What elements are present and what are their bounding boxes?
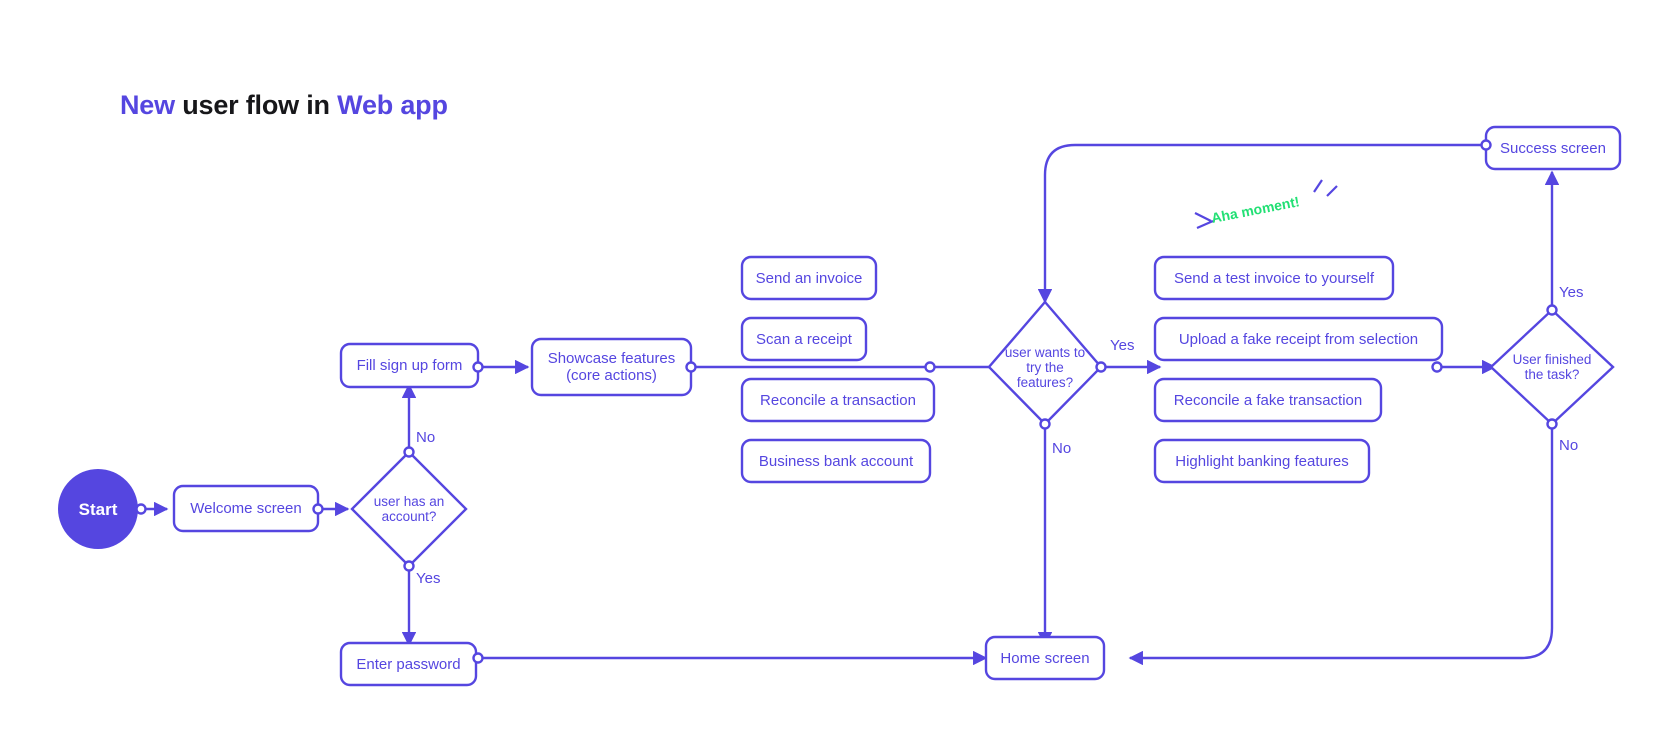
node-user-wants-features[interactable]: [987, 300, 1103, 426]
node-user-has-account[interactable]: [350, 450, 468, 568]
node-home-screen[interactable]: [984, 635, 1106, 681]
node-business-bank-account[interactable]: [740, 438, 932, 484]
node-welcome-screen[interactable]: [172, 484, 320, 533]
port-dot: [685, 361, 697, 373]
port-dot: [1546, 304, 1558, 316]
edge-label-wants-features-no: No: [1052, 440, 1072, 457]
node-start[interactable]: [58, 469, 138, 549]
sparkle-icon: [1194, 179, 1338, 230]
edge-label-finished-yes: Yes: [1559, 284, 1584, 301]
page-title-mid: user flow in: [174, 90, 338, 120]
port-dot: [1546, 418, 1558, 430]
port-dot: [403, 560, 415, 572]
node-send-an-invoice[interactable]: [740, 255, 878, 301]
port-dot: [312, 503, 324, 515]
port-dot: [924, 361, 936, 373]
node-reconcile-a-transaction[interactable]: [740, 377, 936, 423]
edge-label-has-account-yes: Yes: [416, 570, 441, 587]
page-title-accent-2: Web app: [337, 90, 448, 120]
node-upload-fake-receipt[interactable]: [1153, 316, 1444, 362]
edge-finished-no-to-home: [1128, 424, 1554, 666]
port-dot: [135, 503, 147, 515]
page-title: New user flow in Web app: [120, 90, 448, 121]
node-enter-password[interactable]: [339, 641, 478, 687]
node-reconcile-fake-transaction[interactable]: [1153, 377, 1383, 423]
node-user-finished-task[interactable]: [1489, 308, 1615, 426]
port-dot: [472, 361, 484, 373]
edge-success-loop-back: [1037, 143, 1486, 304]
port-dot: [403, 446, 415, 458]
node-success-screen[interactable]: [1484, 125, 1622, 171]
port-dot: [472, 652, 484, 664]
node-showcase-features[interactable]: [530, 337, 693, 397]
edge-label-has-account-no: No: [416, 429, 436, 446]
node-highlight-banking-features[interactable]: [1153, 438, 1371, 484]
port-dot: [1480, 139, 1492, 151]
node-fill-sign-up-form[interactable]: [339, 342, 480, 389]
node-send-test-invoice[interactable]: [1153, 255, 1395, 301]
port-dot: [1095, 361, 1107, 373]
edge-label-finished-no: No: [1559, 437, 1579, 454]
page-title-accent-1: New: [120, 90, 175, 120]
node-scan-a-receipt[interactable]: [740, 316, 868, 362]
port-dot: [1039, 418, 1051, 430]
port-dot: [1431, 361, 1443, 373]
edge-label-wants-features-yes: Yes: [1110, 337, 1135, 354]
